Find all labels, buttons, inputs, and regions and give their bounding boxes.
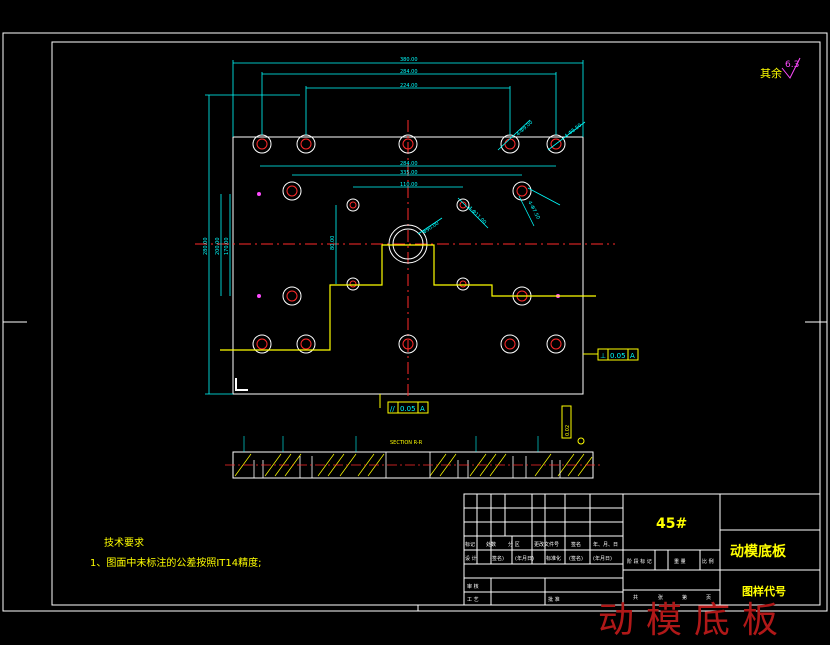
drawing-frame [2,32,828,612]
dim-hole-e: 4-Φ7.50 [526,200,541,221]
row-cell: (签名) [569,555,583,562]
svg-text:SECTION R-R: SECTION R-R [390,440,423,446]
right-cell: 阶 段 标 记 [627,558,652,565]
side-note: 0.02 [561,405,585,445]
hole [346,198,360,212]
plate-top-view [195,120,615,400]
part-name: 动模底板 [730,543,787,560]
svg-text:⊥: ⊥ [600,352,606,360]
row-cell: (年月日) [515,555,534,562]
dim-170: 170.00 [224,238,230,256]
row-cell: 审 核 [467,583,479,590]
tech-req-title: 技术要求 [104,536,144,549]
tolerance-frame-right: ⊥ 0.05 A [583,348,639,361]
dim-110: 110.00 [400,182,418,188]
holes [252,134,566,354]
dimension-texts: 380.00 284.00 224.00 284.00 335.00 110.0… [203,57,583,255]
row-cell: 工 艺 [467,597,479,603]
row-cell: 设 计 [465,555,477,562]
dim-284-mid: 284.00 [400,161,418,167]
sheet-cell: 第 [682,594,687,601]
right-cell: 重 量 [674,558,686,565]
svg-text:0.05: 0.05 [610,352,626,360]
drawing-code: 图样代号 [742,584,786,598]
hole [398,134,418,154]
sheet-cell: 共 [633,594,638,601]
section-view: SECTION R-R [225,436,600,479]
material: 45# [656,516,687,532]
hole [282,181,302,201]
dimension-lines [205,60,586,395]
hole [296,134,316,154]
dim-280: 280.00 [203,238,209,256]
header-cell: 标记 [465,541,475,548]
hole [252,334,272,354]
svg-text:0.05: 0.05 [400,405,416,413]
dim-335: 335.00 [400,170,418,176]
svg-text://: // [390,405,395,413]
hole [512,181,532,201]
roughness-mark: 其余 6.3 [760,57,801,80]
right-cell: 比 例 [702,558,714,565]
hole [296,334,316,354]
dim-hole-a: 4-Φ9.00 [515,120,534,138]
svg-text:A: A [420,405,425,413]
tech-req-item: 1、图面中未标注的公差按照IT14精度; [90,556,262,569]
hole [500,134,520,154]
dim-200: 200.00 [215,238,221,256]
dim-80: 80.00 [330,236,336,250]
hole [398,334,418,354]
dim-hole-d: 4-Φ11.00 [467,205,488,226]
hole [546,334,566,354]
header-cell: 处数 [486,541,496,548]
pin-mark [257,294,261,298]
center-hole [388,224,428,264]
technical-requirements: 技术要求 1、图面中未标注的公差按照IT14精度; [90,536,262,569]
sheet-cell: 张 [658,594,663,601]
header-cell: 分 区 [508,541,520,548]
svg-text:其余: 其余 [760,66,782,80]
hole [456,198,470,212]
row-cell: (年月日) [593,555,612,562]
watermark: 动模底板 [598,600,790,641]
dim-hole-c: Φ90.00 [422,220,440,235]
header-cell: 签名 [571,541,581,548]
header-cell: 更改文件号 [534,541,559,548]
hole [252,134,272,154]
dim-284-top: 284.00 [400,69,418,75]
tolerance-frame-bottom: // 0.05 A [379,394,429,414]
row-cell: (签名) [490,555,504,562]
svg-text:6.3: 6.3 [785,60,799,70]
section-cut-path [220,244,596,351]
title-block [463,493,821,606]
row-cell: 批 准 [548,596,560,603]
dim-380: 380.00 [400,57,418,63]
pin-mark [257,192,261,196]
svg-text:A: A [630,352,635,360]
hole [456,277,470,291]
row-cell: 标准化 [546,555,561,562]
hole [282,286,302,306]
sheet-cell: 页 [706,595,711,601]
header-cell: 年、月、日 [593,541,618,548]
hole [346,277,360,291]
hole [500,334,520,354]
dim-224: 224.00 [400,83,418,89]
title-block-texts: 标记 处数 分 区 更改文件号 签名 年、月、日 设 计 (签名) (年月日) … [465,516,787,603]
svg-text:0.02: 0.02 [565,425,571,436]
corner-mark [235,378,248,391]
